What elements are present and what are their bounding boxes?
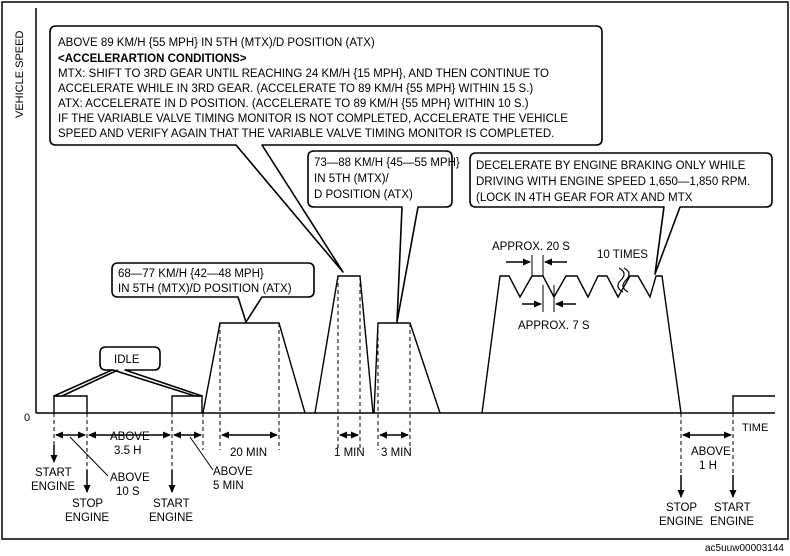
start-engine-2-label-1: START [153, 498, 190, 510]
decelerate-callout [469, 152, 773, 275]
above-5min-leader [189, 436, 214, 471]
start-engine-1-label-1: START [35, 467, 72, 479]
callout-68-77-line-1: 68—77 KM/H {42—48 MPH} [118, 268, 264, 280]
stop-engine-2-label-1: STOP [666, 502, 697, 514]
above-1h-label-1: ABOVE [691, 446, 731, 458]
figure-code: ac5uuw00003144 [705, 543, 784, 554]
callout-68-77-line-2: IN 5TH (MTX)/D POSITION (ATX) [118, 283, 292, 295]
stop-engine-1-label-2: ENGINE [65, 512, 109, 524]
above-10s-leader [69, 436, 109, 477]
top-callout-line-4: ACCELERATE WHILE IN 3RD GEAR. (ACCELERAT… [58, 83, 533, 95]
y-axis-label: VEHICLE SPEED [14, 31, 26, 118]
start-engine-3-label-2: ENGINE [710, 516, 754, 528]
above-1h-label-2: 1 H [699, 460, 717, 472]
speed-decel-cycles [481, 275, 682, 414]
speed-plateau-20min [202, 322, 306, 414]
speed-73-88-callout [307, 150, 453, 323]
top-callout-line-7: SPEED AND VERIFY AGAIN THAT THE VARIABLE… [58, 128, 554, 140]
decelerate-line-3: (LOCK IN 4TH GEAR FOR ATX AND MTX [476, 192, 693, 204]
above-10s-label-1: ABOVE [110, 472, 150, 484]
above-5min-label-2: 5 MIN [213, 480, 244, 492]
start-engine-3-label-1: START [714, 502, 751, 514]
break-mark-icon [617, 267, 630, 293]
callout-73-88-line-1: 73—88 KM/H {45—55 MPH} [314, 157, 460, 169]
diagram-frame [1, 1, 789, 540]
ten-times-label: 10 TIMES [597, 249, 648, 261]
idle-segment-3 [732, 395, 775, 413]
approx-7s-label: APPROX. 7 S [518, 320, 590, 332]
callout-73-88-line-3: D POSITION (ATX) [314, 189, 413, 201]
decelerate-line-2: DRIVING WITH ENGINE SPEED 1,650—1,850 RP… [476, 176, 750, 188]
above-3-5h-label-2: 3.5 H [114, 445, 142, 457]
x-axis-label: TIME [742, 422, 768, 434]
top-callout-line-2: <ACCELERARTION CONDITIONS> [58, 53, 247, 65]
start-engine-2-label-2: ENGINE [149, 512, 193, 524]
acceleration-conditions-callout [49, 25, 603, 273]
stop-engine-2-label-2: ENGINE [659, 516, 703, 528]
above-10s-label-2: 10 S [116, 486, 140, 498]
top-callout-line-5: ATX: ACCELERATE IN D POSITION. (ACCELERA… [58, 98, 529, 110]
above-3-5h-label-1: ABOVE [110, 431, 150, 443]
zero-label: 0 [24, 412, 30, 424]
start-engine-1-label-2: ENGINE [31, 481, 75, 493]
callout-73-88-line-2: IN 5TH (MTX)/ [314, 173, 390, 185]
speed-peak-above-89 [314, 275, 374, 414]
idle-segment-1 [53, 395, 88, 413]
approx-20s-label: APPROX. 20 S [492, 241, 570, 253]
top-callout-line-6: IF THE VARIABLE VALVE TIMING MONITOR IS … [58, 113, 568, 125]
idle-segment-2 [171, 395, 203, 413]
decelerate-line-1: DECELERATE BY ENGINE BRAKING ONLY WHILE [476, 160, 746, 172]
idle-label: IDLE [114, 354, 140, 366]
idle-callout [53, 346, 203, 397]
twenty-min-label: 20 MIN [230, 447, 267, 459]
top-callout-line-1: ABOVE 89 KM/H {55 MPH} IN 5TH (MTX)/D PO… [58, 37, 375, 49]
speed-plateau-3min [373, 322, 441, 414]
stop-engine-1-label-1: STOP [72, 498, 103, 510]
three-min-label: 3 MIN [381, 447, 412, 459]
top-callout-line-3: MTX: SHIFT TO 3RD GEAR UNTIL REACHING 24… [58, 68, 549, 80]
above-5min-label-1: ABOVE [213, 466, 253, 478]
speed-68-77-callout [111, 262, 315, 323]
one-min-label: 1 MIN [334, 447, 365, 459]
